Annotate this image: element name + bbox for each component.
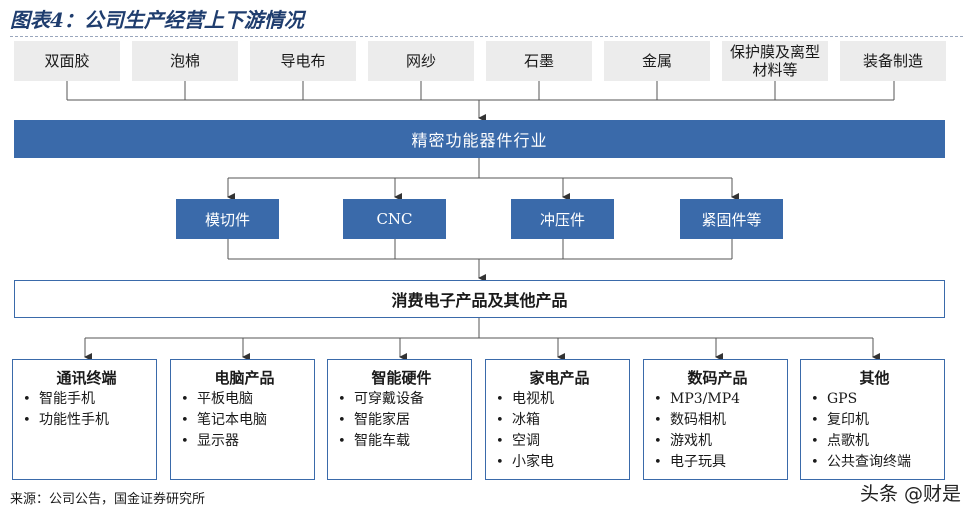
product-item: 空调 bbox=[496, 431, 623, 452]
watermark: 头条 @财是 bbox=[859, 483, 961, 505]
process-cnc: CNC bbox=[343, 199, 446, 239]
product-item: 智能手机 bbox=[23, 389, 150, 410]
upstream-material-foam: 泡棉 bbox=[132, 41, 238, 81]
product-item: 数码相机 bbox=[654, 410, 781, 431]
product-item: 可穿戴设备 bbox=[338, 389, 465, 410]
upstream-material-conductive-cloth: 导电布 bbox=[250, 41, 356, 81]
process-fasteners: 紧固件等 bbox=[680, 199, 783, 239]
upstream-material-protective-film: 保护膜及离型材料等 bbox=[722, 41, 828, 81]
product-category-smart-hardware: 智能硬件 可穿戴设备 智能家居 智能车载 bbox=[327, 359, 472, 480]
product-item: 冰箱 bbox=[496, 410, 623, 431]
process-die-cut: 模切件 bbox=[176, 199, 279, 239]
product-category-other: 其他 GPS 复印机 点歌机 公共查询终端 bbox=[800, 359, 945, 480]
product-category-communication: 通讯终端 智能手机 功能性手机 bbox=[12, 359, 157, 480]
product-item: 功能性手机 bbox=[23, 410, 150, 431]
product-category-title: 其他 bbox=[859, 369, 890, 387]
product-item: 笔记本电脑 bbox=[181, 410, 308, 431]
upstream-material-metal: 金属 bbox=[604, 41, 710, 81]
product-item: 游戏机 bbox=[654, 431, 781, 452]
product-category-title: 电脑产品 bbox=[214, 369, 275, 387]
product-item: GPS bbox=[811, 389, 938, 410]
product-category-home-appliance: 家电产品 电视机 冰箱 空调 小家电 bbox=[485, 359, 630, 480]
product-category-digital: 数码产品 MP3/MP4 数码相机 游戏机 电子玩具 bbox=[643, 359, 788, 480]
product-category-title: 家电产品 bbox=[529, 369, 590, 387]
product-item: 电视机 bbox=[496, 389, 623, 410]
product-category-title: 数码产品 bbox=[687, 369, 748, 387]
figure-title: 图表4：公司生产经营上下游情况 bbox=[10, 8, 304, 32]
consumer-products-box: 消费电子产品及其他产品 bbox=[14, 280, 945, 318]
title-divider bbox=[10, 36, 963, 37]
upstream-material-equipment: 装备制造 bbox=[840, 41, 946, 81]
industry-box: 精密功能器件行业 bbox=[14, 120, 945, 158]
product-category-title: 通讯终端 bbox=[56, 369, 117, 387]
product-item: 复印机 bbox=[811, 410, 938, 431]
product-item: 小家电 bbox=[496, 452, 623, 473]
product-item: 平板电脑 bbox=[181, 389, 308, 410]
product-item: 智能车载 bbox=[338, 431, 465, 452]
product-category-title: 智能硬件 bbox=[371, 369, 432, 387]
product-item: 显示器 bbox=[181, 431, 308, 452]
product-category-computer: 电脑产品 平板电脑 笔记本电脑 显示器 bbox=[170, 359, 315, 480]
product-item: 公共查询终端 bbox=[811, 452, 938, 473]
product-item: 智能家居 bbox=[338, 410, 465, 431]
process-stamping: 冲压件 bbox=[511, 199, 614, 239]
product-item: 点歌机 bbox=[811, 431, 938, 452]
upstream-material-double-sided-tape: 双面胶 bbox=[14, 41, 120, 81]
upstream-material-graphite: 石墨 bbox=[486, 41, 592, 81]
product-item: MP3/MP4 bbox=[654, 389, 781, 410]
source-note: 来源：公司公告，国金证券研究所 bbox=[10, 492, 206, 507]
upstream-material-mesh: 网纱 bbox=[368, 41, 474, 81]
product-item: 电子玩具 bbox=[654, 452, 781, 473]
